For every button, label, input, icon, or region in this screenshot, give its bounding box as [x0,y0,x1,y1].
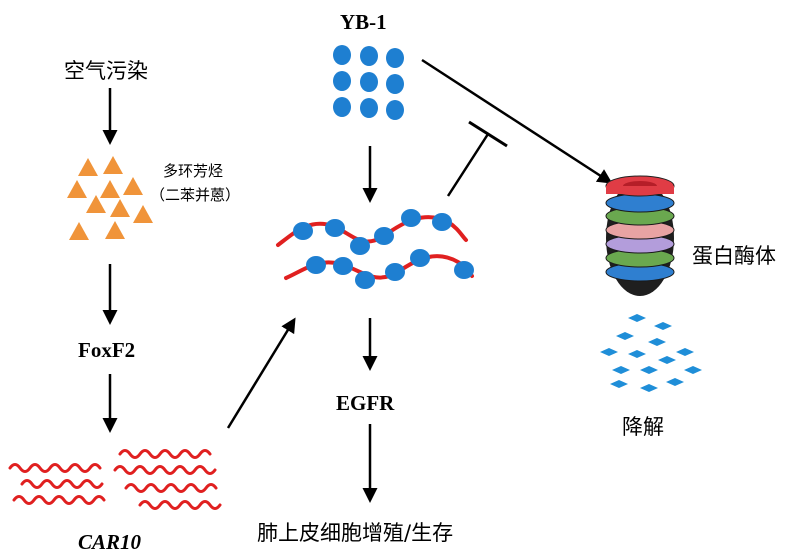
car10-squiggle [113,465,217,475]
fragment [684,366,702,374]
label-proteasome: 蛋白酶体 [692,244,776,268]
yb1-dot [360,72,378,92]
label-outcome: 肺上皮细胞增殖/生存 [257,521,454,545]
fragment [610,380,628,388]
proteasome-cap-band [606,186,674,194]
yb1-dot [333,45,351,65]
fragment [600,348,618,356]
fragment [654,322,672,330]
fragment [612,366,630,374]
fragment [676,348,694,356]
inhibition-line [446,133,490,197]
yb1-bound-dot [432,213,452,231]
car10-squiggle [124,483,218,493]
pah-triangle [103,156,123,174]
yb1-dot [360,46,378,66]
yb1-bound-dot [374,227,394,245]
label-pah-example: （二苯并蒽） [150,186,241,204]
car10-squiggle [12,495,106,505]
degradation-fragments [600,314,702,392]
pah-triangle [133,205,153,223]
label-egfr: EGFR [336,391,395,415]
yb1-bound-dot [355,271,375,289]
yb1-bound-dot [385,263,405,281]
car10-rna-squiggles [8,449,222,510]
fragment [628,350,646,358]
label-air-pollution: 空气污染 [64,59,148,83]
yb1-bound-dot [401,209,421,227]
arrow-yb1-to-proteasome [421,58,613,184]
fragment [628,314,646,322]
car10-squiggle [138,500,222,510]
car10-squiggle [20,479,104,489]
label-foxf2: FoxF2 [78,338,136,362]
yb1-dot [386,100,404,120]
pah-triangle [67,180,87,198]
pah-triangle [86,195,106,213]
fragment [666,378,684,386]
yb1-dot [386,74,404,94]
inhibition-bar [468,120,508,148]
label-yb1: YB-1 [340,10,387,34]
rna-complex [276,209,474,289]
yb1-bound-dot [293,222,313,240]
pah-triangle [123,177,143,195]
car10-squiggle [118,449,212,459]
label-degradation: 降解 [622,415,664,439]
proteasome-rings [605,193,675,282]
yb1-dot [333,71,351,91]
car10-squiggle [8,463,102,473]
yb1-bound-dot [410,249,430,267]
pah-triangle [78,158,98,176]
yb1-dots [333,45,404,120]
yb1-bound-dot [325,219,345,237]
label-pah: 多环芳烃 [163,162,224,180]
arrows [102,58,613,503]
fragment [658,356,676,364]
yb1-bound-dot [333,257,353,275]
yb1-dot [333,97,351,117]
fragment [648,338,666,346]
yb1-dot [386,48,404,68]
pah-triangle [105,221,125,239]
fragment [616,332,634,340]
pah-triangle [110,199,130,217]
label-car10: CAR10 [78,530,142,554]
yb1-dot [360,98,378,118]
yb1-bound-dot [306,256,326,274]
pah-triangle [69,222,89,240]
fragment [640,366,658,374]
arrow-car10-to-complex [226,317,296,429]
fragment [640,384,658,392]
proteasome-icon [605,175,675,296]
yb1-bound-dot [454,261,474,279]
yb1-bound-dot [350,237,370,255]
pah-triangles [67,156,153,240]
pah-triangle [100,180,120,198]
